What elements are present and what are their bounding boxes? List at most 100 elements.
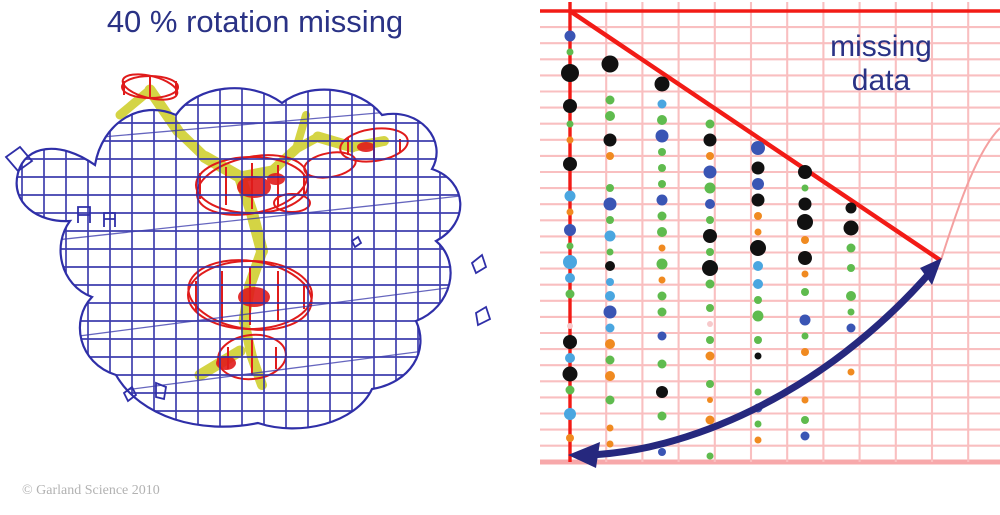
lattice-dot (801, 396, 809, 404)
lattice-dot (603, 197, 617, 211)
lattice-dot (801, 236, 809, 244)
lattice-dot (564, 190, 576, 202)
lattice-dot (656, 194, 668, 206)
density-silhouette (15, 87, 462, 430)
lattice-dot (658, 148, 666, 156)
lattice-dot (605, 95, 615, 105)
lattice-dot-column (561, 30, 579, 442)
lattice-dot (705, 351, 715, 361)
lattice-dot (798, 197, 812, 211)
rotation-arrow-icon (568, 258, 942, 468)
lattice-dot (566, 434, 574, 442)
lattice-dot (801, 184, 809, 192)
lattice-dot (706, 152, 714, 160)
lattice-dot (658, 244, 666, 252)
lattice-dot (705, 415, 715, 425)
lattice-dot (658, 180, 666, 188)
lattice-dot (657, 115, 667, 125)
lattice-dot (801, 416, 809, 424)
lattice-dot (605, 323, 615, 333)
right-panel: missing data (530, 0, 1000, 515)
lattice-dot (561, 64, 579, 82)
lattice-dot (563, 335, 577, 349)
lattice-dot (605, 111, 615, 121)
lattice-dot (605, 371, 615, 381)
lattice-dot (843, 220, 859, 236)
lattice-dot (754, 352, 762, 360)
lattice-dot (605, 261, 615, 271)
lattice-dot (657, 359, 667, 369)
lattice-dot (751, 161, 765, 175)
lattice-dot (753, 261, 763, 271)
lattice-dot (703, 133, 717, 147)
resolution-arc-icon (940, 127, 1000, 261)
lattice-dot (706, 216, 714, 224)
lattice-dot (563, 255, 577, 269)
lattice-dot (798, 165, 812, 179)
lattice-dot (657, 99, 667, 109)
lattice-dot (797, 214, 813, 230)
lattice-dot (567, 323, 573, 329)
lattice-dot-column (797, 165, 813, 441)
lattice-dot (754, 296, 762, 304)
page-title: 40 % rotation missing (106, 4, 404, 39)
lattice-dot (705, 199, 715, 209)
lattice-dot (658, 276, 666, 284)
lattice-dot (566, 48, 574, 56)
lattice-dot (706, 248, 714, 256)
lattice-dot (657, 211, 667, 221)
lattice-dot (706, 336, 714, 344)
lattice-dot (654, 76, 670, 92)
lattice-dot (752, 310, 764, 322)
lattice-dots-layer (561, 30, 859, 460)
lattice-dot (801, 270, 809, 278)
lattice-dot (657, 331, 667, 341)
electron-density-map (4, 73, 492, 430)
lattice-dot-column (702, 119, 718, 460)
lattice-dot (605, 291, 615, 301)
lattice-dot (846, 323, 856, 333)
lattice-dot-column (750, 141, 766, 444)
lattice-dot (566, 242, 574, 250)
lattice-dot (845, 202, 857, 214)
lattice-dot (606, 184, 614, 192)
lattice-dot (707, 321, 713, 327)
lattice-dot (655, 129, 669, 143)
lattice-dot (754, 420, 762, 428)
lattice-dot (565, 353, 575, 363)
lattice-dot (604, 230, 616, 242)
lattice-dot (703, 165, 717, 179)
lattice-dot (847, 264, 855, 272)
lattice-dot (702, 260, 718, 276)
lattice-dot (754, 212, 762, 220)
lattice-dot (603, 305, 617, 319)
lattice-dot (752, 178, 764, 190)
lattice-dot (606, 440, 614, 448)
lattice-dot (707, 397, 713, 403)
lattice-dot (703, 229, 717, 243)
lattice-dot (657, 307, 667, 317)
lattice-dot (705, 279, 715, 289)
lattice-dot (564, 408, 576, 420)
lattice-dot (706, 452, 714, 460)
lattice-dot (800, 431, 810, 441)
lattice-dot (566, 136, 574, 144)
lattice-dot (754, 228, 762, 236)
lattice-dot (751, 193, 765, 207)
lattice-dot (798, 251, 812, 265)
lattice-dot-column (843, 202, 859, 376)
lattice-dot (566, 208, 574, 216)
missing-wedge-boundary (568, 9, 942, 262)
lattice-dot (750, 240, 766, 256)
lattice-dot (658, 164, 666, 172)
lattice-dot (754, 436, 762, 444)
lattice-dot (564, 224, 576, 236)
lattice-dot (566, 120, 574, 128)
lattice-dot (563, 157, 577, 171)
lattice-dot (605, 339, 615, 349)
lattice-dot (706, 380, 714, 388)
grid-layer (540, 2, 1000, 465)
lattice-dot (657, 291, 667, 301)
lattice-dot (799, 314, 811, 326)
